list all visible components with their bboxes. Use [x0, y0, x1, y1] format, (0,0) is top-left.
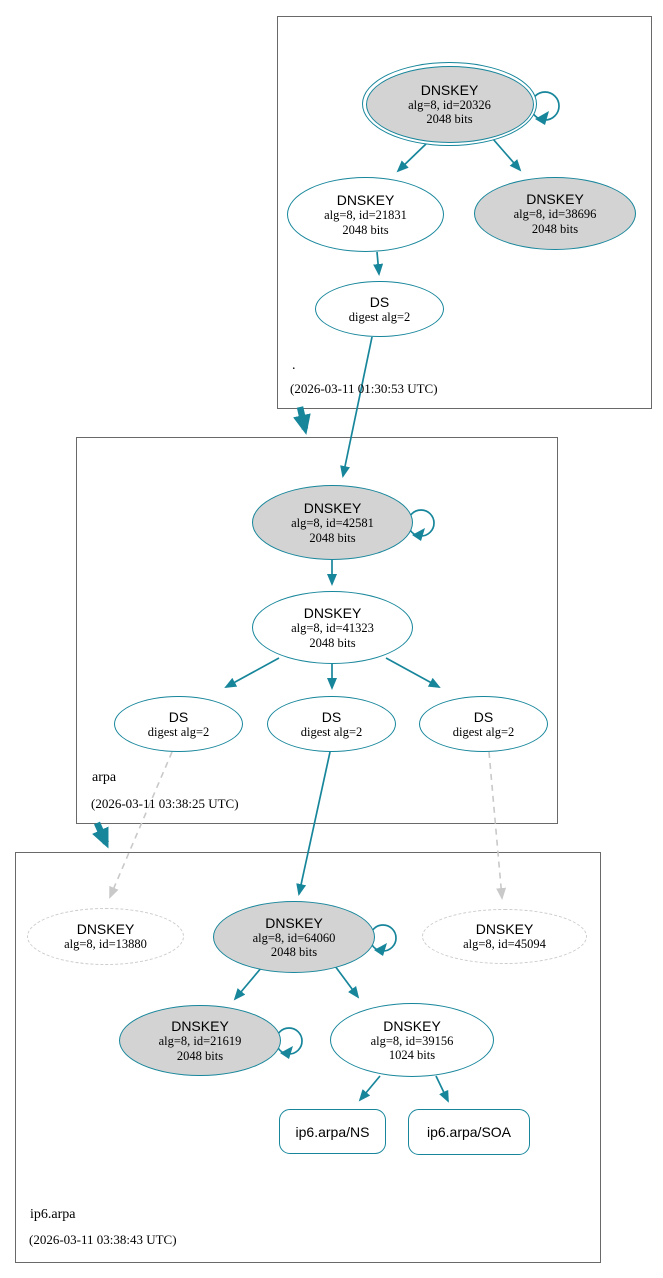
zone-label-ip6-arpa: ip6.arpa — [30, 1207, 76, 1222]
node-bits: 2048 bits — [531, 221, 579, 236]
node-dnskey-41323[interactable]: DNSKEY alg=8, id=41323 2048 bits — [252, 591, 413, 664]
node-detail: alg=8, id=39156 — [370, 1033, 454, 1048]
node-rrset-ip6-soa[interactable]: ip6.arpa/SOA — [408, 1109, 530, 1155]
node-bits: 2048 bits — [176, 1048, 224, 1063]
edge-arpads2-to-ip6ksk — [296, 751, 331, 896]
node-detail: digest alg=2 — [300, 724, 363, 739]
node-ds-arpa-3[interactable]: DS digest alg=2 — [419, 696, 548, 752]
delegation-arpa-to-ip6 — [92, 821, 109, 849]
edge-arpazsk-to-ds3 — [385, 657, 441, 688]
zone-label-arpa: arpa — [92, 770, 117, 785]
node-detail: digest alg=2 — [348, 309, 411, 324]
node-dnskey-42581[interactable]: DNSKEY alg=8, id=42581 2048 bits — [252, 485, 413, 560]
edge-arpads1-to-13880 — [109, 751, 173, 899]
node-dnskey-45094[interactable]: DNSKEY alg=8, id=45094 — [422, 909, 587, 964]
node-title: DNSKEY — [265, 914, 323, 931]
node-bits: 1024 bits — [388, 1048, 436, 1062]
edge-ip6ksk-to-ip6zsk — [334, 965, 360, 999]
node-dnskey-39156[interactable]: DNSKEY alg=8, id=39156 1024 bits — [330, 1003, 494, 1077]
node-dnskey-21831[interactable]: DNSKEY alg=8, id=21831 2048 bits — [287, 177, 444, 252]
node-bits: 2048 bits — [270, 945, 318, 959]
node-title: DS — [369, 293, 390, 310]
edge-arpazsk-to-ds1 — [224, 657, 280, 688]
edge-ip6zsk-to-soa — [435, 1075, 449, 1103]
rrset-label: ip6.arpa/NS — [295, 1123, 370, 1140]
node-title: DNSKEY — [336, 192, 395, 208]
delegation-root-to-arpa — [293, 406, 311, 435]
node-title: DNSKEY — [171, 1018, 229, 1034]
node-detail: alg=8, id=41323 — [291, 621, 374, 635]
node-detail: alg=8, id=42581 — [291, 516, 374, 530]
node-detail: alg=8, id=38696 — [513, 207, 597, 221]
node-detail: alg=8, id=45094 — [463, 937, 546, 952]
node-dnskey-20326-inner: DNSKEY alg=8, id=20326 2048 bits — [365, 65, 534, 143]
selfloop-arrowhead — [412, 528, 425, 541]
selfloop-arrowhead — [374, 943, 387, 956]
selfloop-arrowhead — [535, 111, 549, 125]
node-detail: alg=8, id=64060 — [252, 930, 336, 945]
zone-label-root: . — [292, 358, 296, 373]
edge-arpads3-to-45094 — [488, 751, 507, 900]
node-bits: 2048 bits — [342, 222, 389, 237]
node-dnskey-64060[interactable]: DNSKEY alg=8, id=64060 2048 bits — [213, 901, 375, 973]
node-title: DNSKEY — [76, 921, 135, 938]
node-title: DNSKEY — [383, 1017, 441, 1034]
node-bits: 2048 bits — [309, 635, 356, 650]
zone-box-arpa — [76, 437, 558, 824]
edge-rootksk-to-38696 — [492, 138, 522, 172]
selfloop-arrowhead — [280, 1046, 293, 1059]
node-title: DS — [168, 708, 189, 725]
node-detail: alg=8, id=21619 — [158, 1034, 242, 1048]
node-dnskey-38696[interactable]: DNSKEY alg=8, id=38696 2048 bits — [474, 177, 636, 250]
edge-ip6zsk-to-ns — [358, 1075, 381, 1102]
edge-rootksk-to-rootzsk — [396, 141, 429, 173]
node-title: DNSKEY — [475, 921, 534, 938]
node-title: DNSKEY — [303, 605, 362, 621]
node-rrset-ip6-ns[interactable]: ip6.arpa/NS — [279, 1109, 386, 1154]
node-ds-root[interactable]: DS digest alg=2 — [315, 281, 444, 337]
node-detail: alg=8, id=13880 — [64, 937, 147, 952]
node-bits: 2048 bits — [309, 530, 356, 545]
node-bits: 2048 bits — [426, 112, 473, 126]
node-dnskey-13880[interactable]: DNSKEY alg=8, id=13880 — [27, 908, 184, 965]
node-title: DS — [321, 708, 342, 725]
rrset-label: ip6.arpa/SOA — [426, 1124, 512, 1140]
node-title: DNSKEY — [526, 191, 584, 207]
zone-timestamp-ip6-arpa: (2026-03-11 03:38:43 UTC) — [29, 1232, 177, 1247]
zone-box-root — [277, 16, 652, 409]
node-ds-arpa-1[interactable]: DS digest alg=2 — [114, 696, 243, 752]
node-dnskey-20326[interactable]: DNSKEY alg=8, id=20326 2048 bits — [362, 62, 537, 146]
zone-timestamp-root: (2026-03-11 01:30:53 UTC) — [290, 381, 438, 396]
node-title: DS — [473, 708, 494, 725]
node-detail: alg=8, id=20326 — [408, 97, 491, 112]
node-title: DNSKEY — [303, 500, 362, 516]
node-ds-arpa-2[interactable]: DS digest alg=2 — [267, 696, 396, 752]
node-detail: alg=8, id=21831 — [324, 208, 407, 222]
edge-rootds-to-arpaksk — [340, 336, 373, 478]
node-detail: digest alg=2 — [147, 724, 210, 739]
node-dnskey-21619[interactable]: DNSKEY alg=8, id=21619 2048 bits — [119, 1005, 281, 1076]
edge-ip6ksk-to-21619 — [233, 966, 263, 1001]
node-title: DNSKEY — [420, 81, 479, 98]
node-detail: digest alg=2 — [452, 724, 515, 739]
zone-timestamp-arpa: (2026-03-11 03:38:25 UTC) — [91, 796, 239, 811]
edge-rootzsk-to-ds — [373, 251, 384, 276]
